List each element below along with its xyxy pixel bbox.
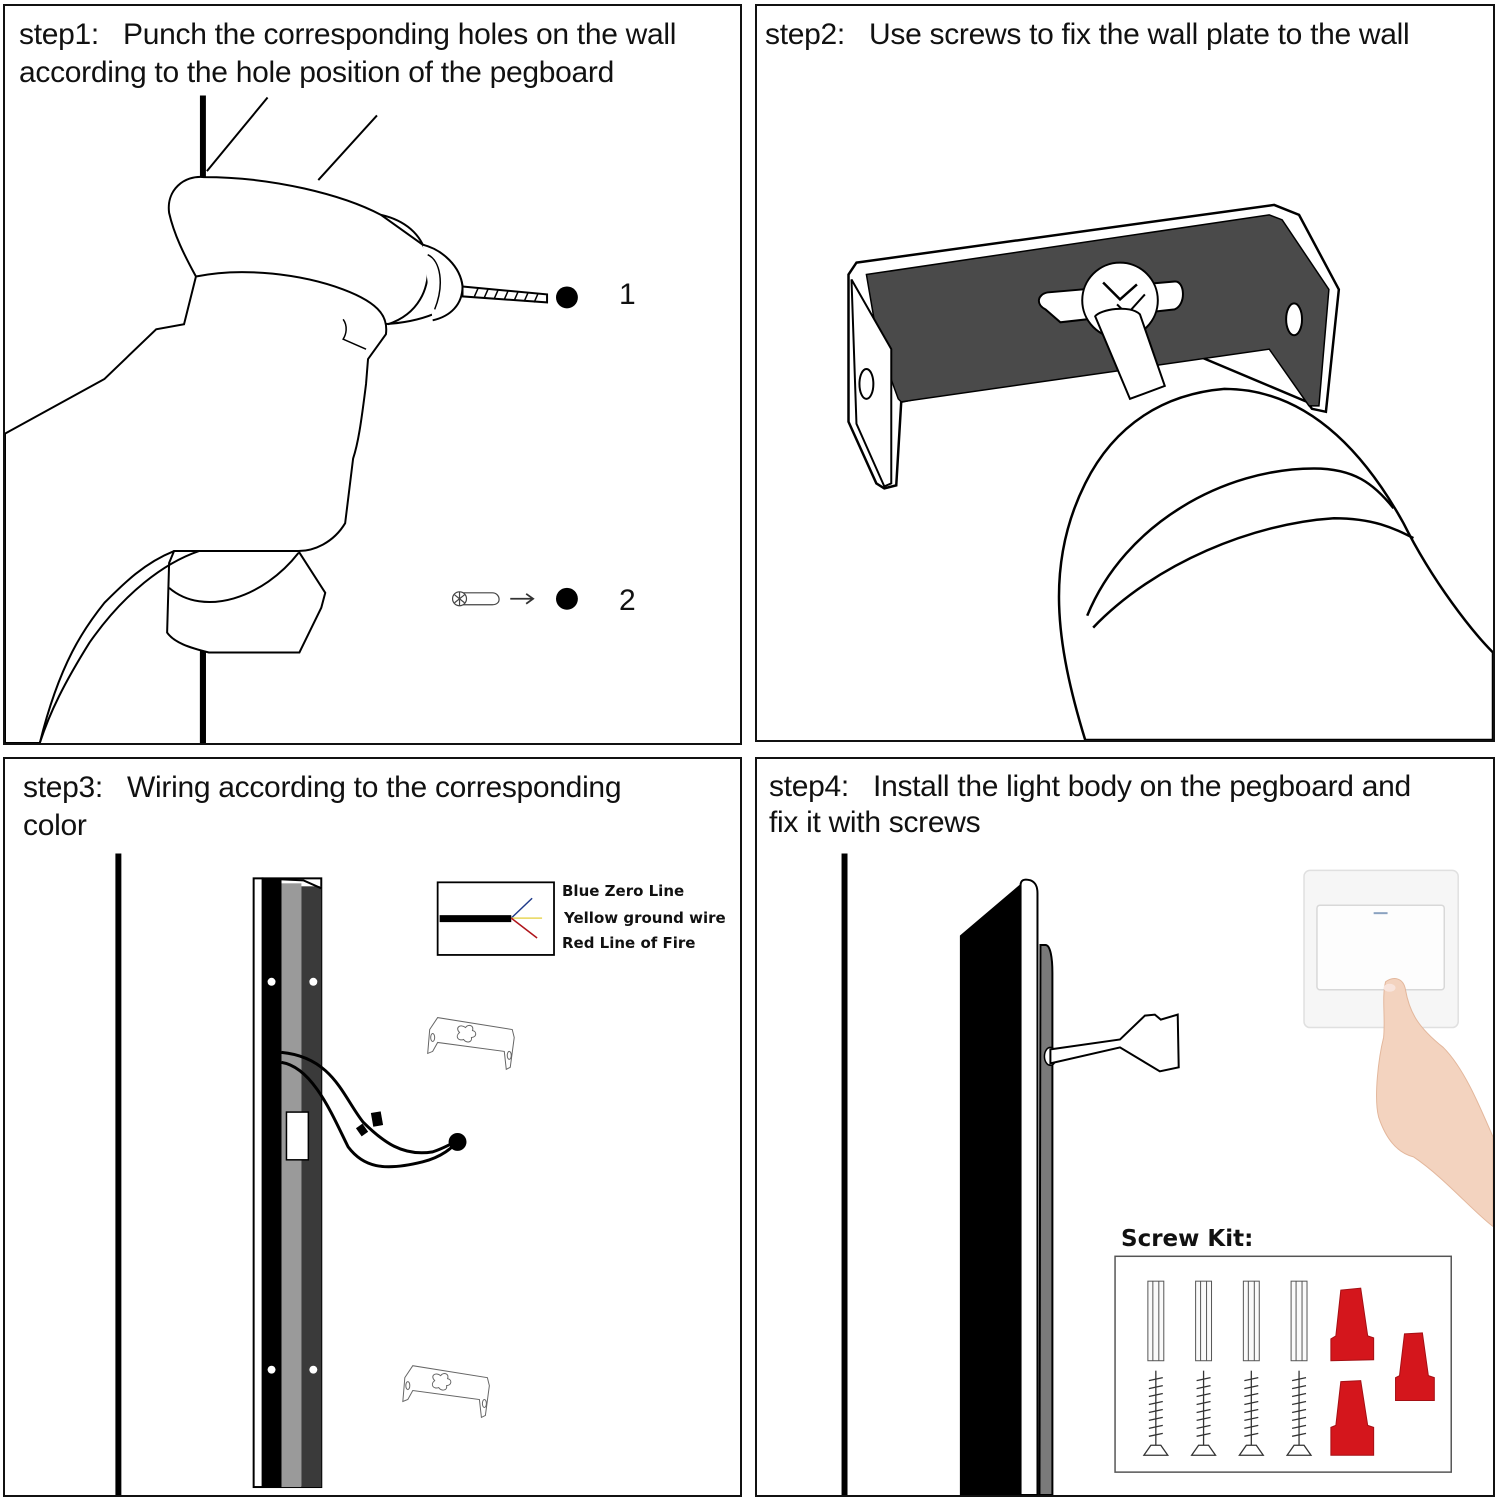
screw-kit-title: Screw Kit: <box>1121 1226 1254 1252</box>
power-cable <box>281 1050 459 1169</box>
wire-nuts <box>1330 1287 1435 1456</box>
drilling-hand-illustration <box>5 95 578 743</box>
step2-title: step2: Use screws to fix the wall plate … <box>765 18 1410 51</box>
step1-title: step1: Punch the corresponding holes on … <box>19 18 677 89</box>
step4-title: step4: Install the light body on the peg… <box>769 770 1411 839</box>
red-wire <box>510 917 538 939</box>
legend-red-line-of-fire: Red Line of Fire <box>562 934 696 952</box>
light-body <box>959 878 1054 1495</box>
wall-anchor-icon <box>451 591 500 607</box>
install-light-illustration <box>841 853 1493 1495</box>
step3-title: step3: Wiring according to the correspon… <box>23 771 622 842</box>
legend-blue-zero-line: Blue Zero Line <box>562 882 685 900</box>
screwdriver-icon <box>1043 1013 1180 1073</box>
marker-number-2: 2 <box>619 584 636 617</box>
step2-panel: step2: Use screws to fix the wall plate … <box>755 4 1495 742</box>
blue-wire <box>510 897 533 919</box>
wire-color-legend-box <box>436 881 555 956</box>
step1-panel: step1: Punch the corresponding holes on … <box>3 4 742 745</box>
wall-plate-bracket <box>847 203 1341 490</box>
screws <box>1142 1370 1313 1456</box>
electric-drill <box>1057 387 1493 740</box>
mounting-bracket-icon <box>427 1017 515 1071</box>
wall-anchors <box>1147 1280 1308 1362</box>
hole-dot-2 <box>556 587 578 610</box>
hole-dot-1 <box>556 286 578 309</box>
marker-number-1: 1 <box>619 278 636 311</box>
light-fixture-side <box>252 877 323 1489</box>
step3-panel: step3: Wiring according to the correspon… <box>3 757 742 1497</box>
wiring-illustration <box>115 853 555 1495</box>
arrow-right-icon <box>510 593 535 605</box>
mounting-bracket-icon <box>402 1365 490 1419</box>
screw-kit-box <box>1114 1255 1452 1473</box>
wall-plate-screw-illustration <box>847 203 1493 740</box>
hand-finger <box>1376 978 1493 1228</box>
step4-panel: step4: Install the light body on the peg… <box>755 757 1495 1497</box>
legend-yellow-ground-wire: Yellow ground wire <box>564 909 726 927</box>
wall-switch <box>1303 869 1459 1029</box>
